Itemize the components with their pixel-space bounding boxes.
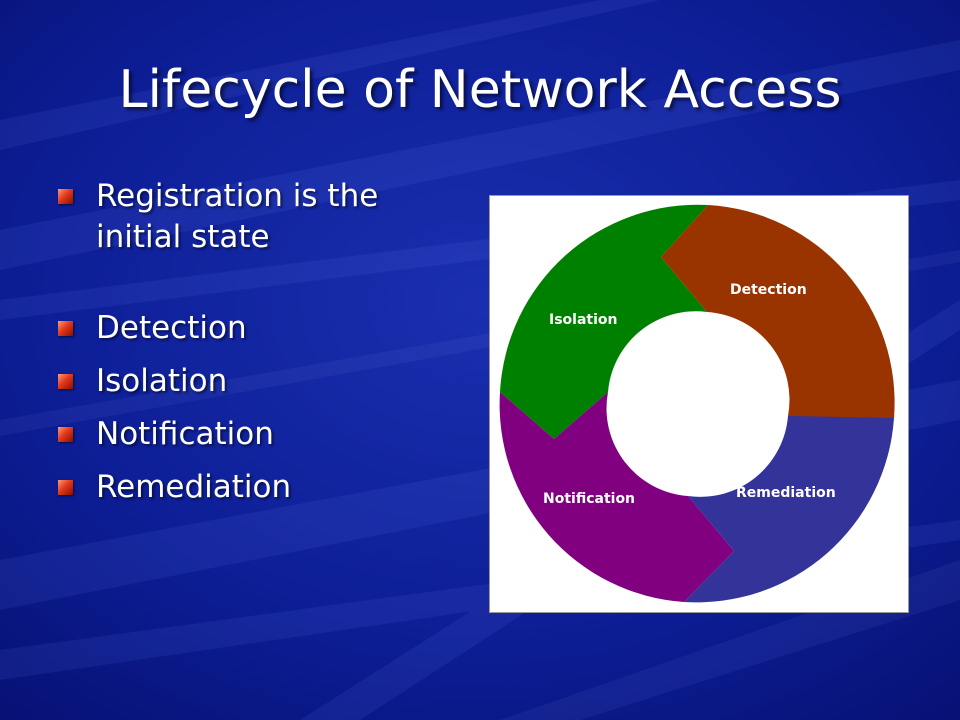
red-square-bullet-icon [58, 427, 73, 442]
segment-notification [499, 392, 734, 602]
bullet-text: Isolation [96, 363, 228, 399]
lifecycle-cycle-graphic: Detection Remediation Notification Isola… [499, 204, 895, 603]
red-square-bullet-icon [58, 321, 73, 336]
bullet-item-isolation: Isolation [58, 361, 468, 402]
segment-detection [661, 205, 895, 418]
segment-remediation [684, 371, 894, 603]
segment-label-isolation: Isolation [549, 312, 617, 328]
segment-label-remediation: Remediation [736, 485, 836, 501]
bullet-list: Registration is the initial state Detect… [58, 176, 468, 520]
red-square-bullet-icon [58, 480, 73, 495]
bullet-text: Detection [96, 310, 247, 346]
bullet-item-remediation: Remediation [58, 467, 468, 508]
red-square-bullet-icon [58, 374, 73, 389]
bullet-text: Remediation [96, 469, 292, 505]
lifecycle-diagram: Detection Remediation Notification Isola… [489, 195, 909, 613]
segment-label-notification: Notification [543, 491, 635, 507]
bullet-item-detection: Detection [58, 308, 468, 349]
diagram-center-hole [611, 318, 783, 490]
segment-label-detection: Detection [730, 282, 807, 298]
bullet-text: Registration is the initial state [96, 178, 379, 255]
slide-title: Lifecycle of Network Access [118, 60, 842, 120]
segment-isolation [500, 204, 708, 439]
bullet-item-registration: Registration is the initial state [58, 176, 468, 258]
bullet-item-notification: Notification [58, 414, 468, 455]
red-square-bullet-icon [58, 189, 73, 204]
bullet-text: Notification [96, 416, 274, 452]
